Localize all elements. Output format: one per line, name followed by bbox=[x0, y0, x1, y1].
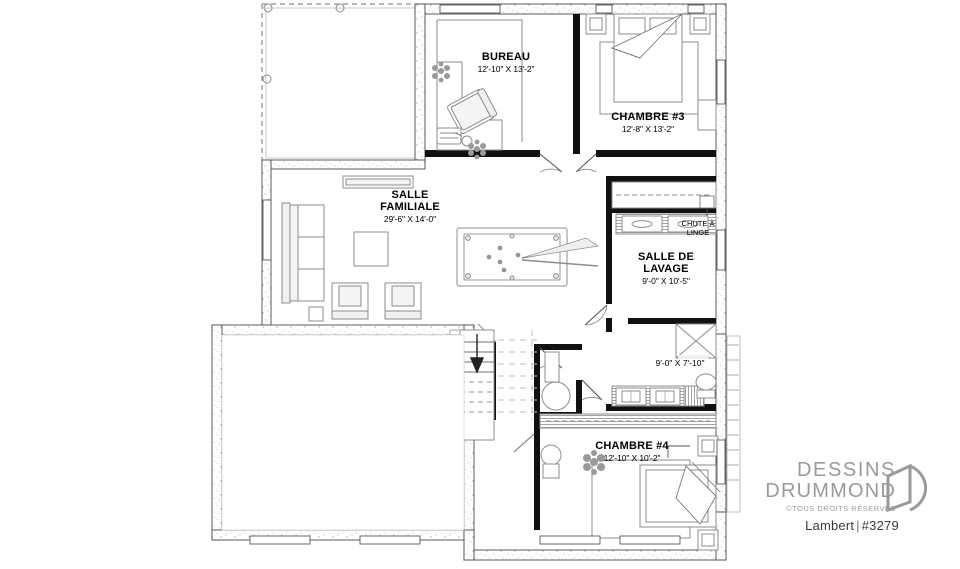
brand-logo-block: DESSINS DRUMMOND ©TOUS DROITS RÉSERVÉS L… bbox=[752, 458, 952, 544]
pillow-left bbox=[618, 17, 646, 35]
chambre-3-furniture bbox=[585, 13, 717, 131]
plant-chambre4 bbox=[583, 450, 605, 475]
chute-line-1: CHUTE À bbox=[681, 219, 715, 228]
staircase bbox=[449, 329, 540, 441]
stair-up-arrow bbox=[469, 334, 485, 374]
plan-model-name: Lambert bbox=[805, 518, 855, 533]
toilet-tank bbox=[696, 389, 716, 399]
corridor-sink bbox=[540, 444, 562, 466]
toilet bbox=[695, 373, 717, 391]
brand-wordmark: DESSINS DRUMMOND ©TOUS DROITS RÉSERVÉS bbox=[752, 460, 896, 515]
windows bbox=[249, 4, 726, 545]
powder-toilet bbox=[541, 381, 571, 411]
brand-line-1: DESSINS bbox=[796, 459, 896, 481]
plan-id-separator: | bbox=[856, 518, 860, 533]
brand-copyright: ©TOUS DROITS RÉSERVÉS bbox=[786, 504, 896, 513]
chambre-4-furniture bbox=[583, 435, 721, 551]
drummond-door-mark-icon bbox=[886, 463, 928, 513]
covered-porch-above bbox=[261, 3, 420, 168]
annotation-chute-a-linge: CHUTE À LINGE bbox=[662, 219, 734, 237]
unexcavated-area bbox=[221, 334, 465, 531]
room-dim-salle-de-bain: 9'-0" X 7'-10" bbox=[655, 358, 705, 368]
door-swings bbox=[477, 153, 608, 453]
powder-cabinet bbox=[544, 351, 560, 383]
coffee-table bbox=[353, 231, 389, 267]
chute-line-2: LINGE bbox=[686, 227, 710, 237]
laundry-chute bbox=[699, 195, 715, 209]
salle-familiale-furniture bbox=[281, 175, 599, 322]
armchair-left bbox=[331, 282, 369, 320]
plant-desk bbox=[468, 139, 486, 160]
brand-line-2: DRUMMOND bbox=[765, 480, 896, 502]
bureau-furniture bbox=[432, 19, 523, 160]
plant-corner bbox=[432, 61, 450, 83]
plan-number: #3279 bbox=[861, 518, 899, 533]
powder-room-fixtures bbox=[540, 351, 571, 479]
printer bbox=[436, 127, 462, 145]
pool-table bbox=[456, 227, 599, 287]
side-table bbox=[308, 306, 324, 322]
sofa bbox=[281, 202, 325, 304]
dresser bbox=[697, 99, 717, 131]
corridor-closet bbox=[539, 413, 717, 429]
corridor-cabinet bbox=[542, 463, 560, 479]
salle-de-lavage-fixtures bbox=[611, 181, 717, 235]
plan-identifier: Lambert|#3279 bbox=[752, 518, 952, 533]
salle-de-bain-fixtures bbox=[611, 323, 717, 407]
armchair-right bbox=[384, 282, 422, 320]
office-chair bbox=[447, 88, 498, 135]
